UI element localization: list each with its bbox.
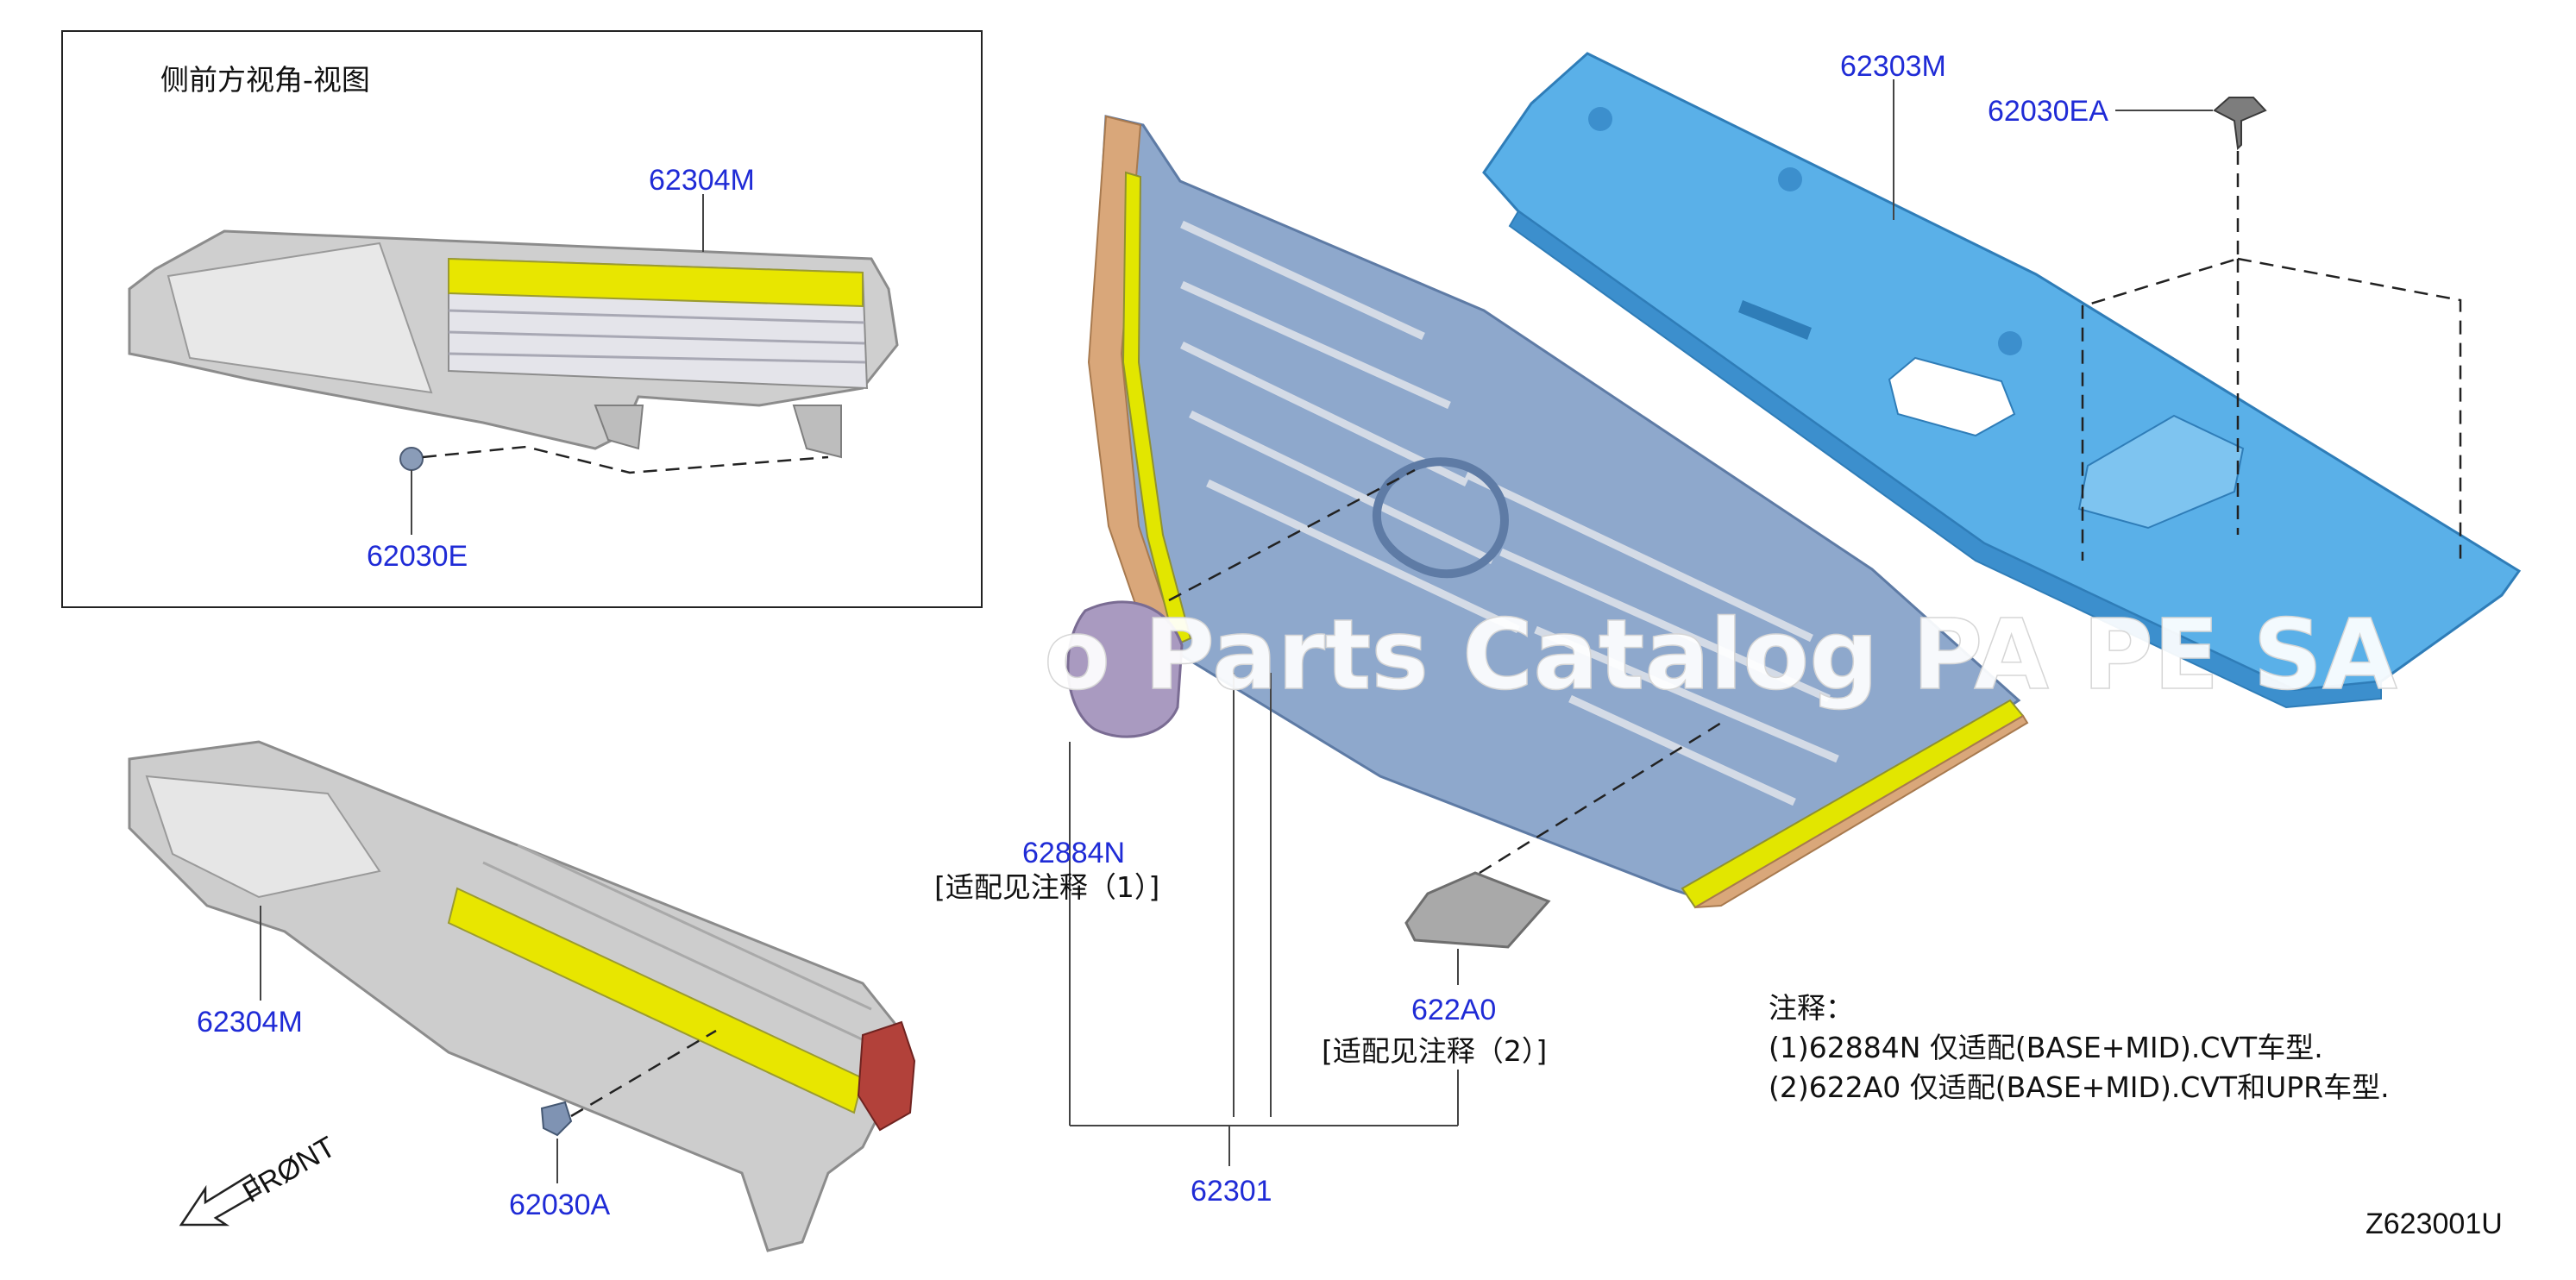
insert-622A0-part <box>1404 871 1551 949</box>
front-arrow-icon <box>179 1173 262 1227</box>
notes-line-2: (2)622A0 仅适配(BASE+MID).CVT和UPR车型. <box>1769 1070 2390 1104</box>
callout-62303M[interactable]: 62303M <box>1840 50 1946 83</box>
callout-main-62304M[interactable]: 62304M <box>197 1006 303 1038</box>
callout-62884N[interactable]: 62884N <box>1022 837 1125 869</box>
cover-panel-illustration <box>1482 52 2522 709</box>
inset-clip-leader <box>422 445 829 474</box>
emblem-62884N-part <box>1066 600 1184 738</box>
insert-leader <box>1479 718 1726 875</box>
callout-main-62030A[interactable]: 62030A <box>509 1189 611 1221</box>
main-bracket-illustration <box>128 740 916 1252</box>
main-clip-62030A <box>540 1101 573 1137</box>
callout-inset-62304M[interactable]: 62304M <box>649 164 755 197</box>
inset-bracket-illustration <box>128 229 899 459</box>
main-clip-leader <box>570 1029 717 1118</box>
notes-line-1: (1)62884N 仅适配(BASE+MID).CVT车型. <box>1769 1031 2323 1064</box>
panel-clip-62030EA <box>2213 97 2267 151</box>
grille-illustration <box>1087 115 2029 909</box>
callout-62301[interactable]: 62301 <box>1191 1175 1272 1208</box>
emblem-note: [适配见注释（1）] <box>934 870 1159 904</box>
diagram-code: Z623001U <box>2366 1208 2503 1240</box>
insert-note: [适配见注释（2）] <box>1322 1034 1547 1068</box>
notes-heading: 注释： <box>1769 991 1854 1025</box>
callout-622A0[interactable]: 622A0 <box>1411 994 1496 1026</box>
callout-inset-62030E[interactable]: 62030E <box>367 540 468 573</box>
watermark-text: o Parts Catalog PA PE SA <box>1044 599 2397 712</box>
inset-title: 侧前方视角-视图 <box>160 63 370 97</box>
callout-62030EA[interactable]: 62030EA <box>1988 95 2108 128</box>
front-arrow-label: FRØNT <box>237 1130 341 1208</box>
panel-clip-leader <box>2081 151 2462 561</box>
inset-clip-62030E <box>399 447 424 471</box>
emblem-leader <box>1168 468 1416 602</box>
